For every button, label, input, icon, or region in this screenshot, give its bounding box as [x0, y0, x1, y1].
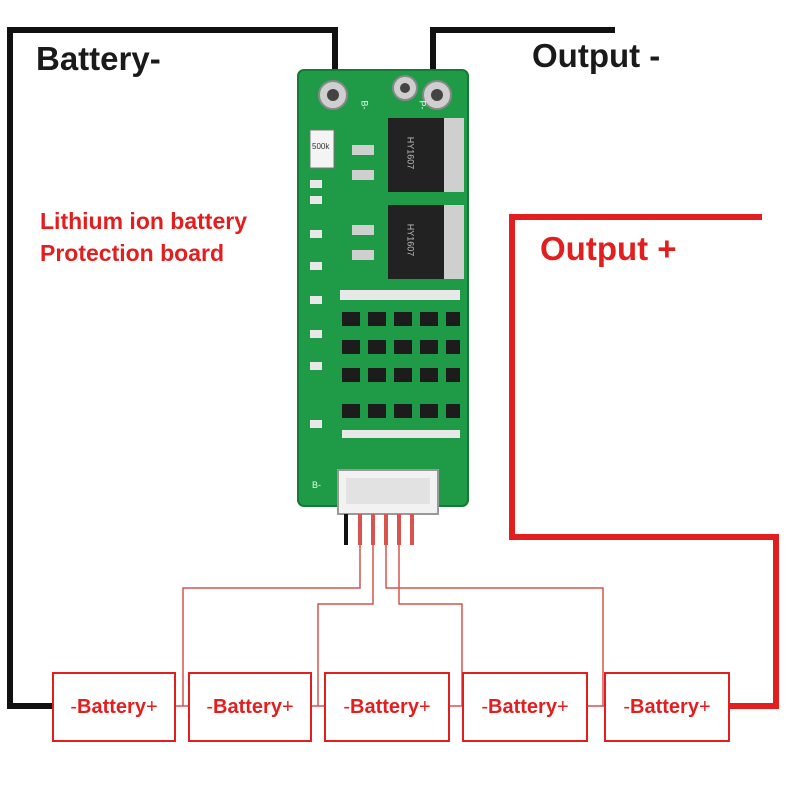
cell-positive: +: [145, 695, 158, 718]
capacitor: [309, 129, 335, 169]
b-minus-pad-label: B-: [359, 100, 370, 110]
ic-rows: [340, 290, 460, 438]
mosfet-top: [352, 118, 464, 192]
cell-positive: +: [556, 695, 569, 718]
p-minus-pad-label: P-: [417, 100, 428, 110]
mosfet-bottom-label: HY1607: [405, 223, 416, 257]
cell-negative: -: [623, 695, 631, 718]
board-title-line1: Lithium ion battery: [40, 208, 247, 234]
cell-label: Battery: [630, 695, 699, 718]
output-minus-label: Output -: [532, 37, 661, 74]
cell-label: Battery: [350, 695, 419, 718]
battery-cell-5: -Battery+: [604, 672, 730, 742]
cell-negative: -: [343, 695, 351, 718]
cell-positive: +: [418, 695, 431, 718]
battery-negative-wire: [7, 27, 338, 709]
mosfet-bottom: [352, 205, 464, 279]
mosfet-top-label: HY1607: [405, 136, 416, 170]
cell-negative: -: [481, 695, 489, 718]
cell-label: Battery: [77, 695, 146, 718]
cell-label: Battery: [213, 695, 282, 718]
cell-negative: -: [70, 695, 78, 718]
battery-cell-2: -Battery+: [188, 672, 312, 742]
protection-board: [297, 69, 469, 515]
output-plus-label: Output +: [540, 230, 677, 267]
battery-cell-4: -Battery+: [462, 672, 588, 742]
sense-wires: [182, 514, 604, 706]
bottom-pad-label: B-: [312, 480, 321, 490]
battery-cell-3: -Battery+: [324, 672, 450, 742]
cell-label: Battery: [488, 695, 557, 718]
capacitor-label: 500k: [312, 142, 330, 151]
board-title-line2: Protection board: [40, 240, 225, 266]
cell-positive: +: [698, 695, 711, 718]
battery-cell-1: -Battery+: [52, 672, 176, 742]
battery-minus-label: Battery-: [36, 40, 161, 77]
cell-positive: +: [281, 695, 294, 718]
cell-negative: -: [206, 695, 214, 718]
output-positive-wire: [509, 214, 779, 709]
